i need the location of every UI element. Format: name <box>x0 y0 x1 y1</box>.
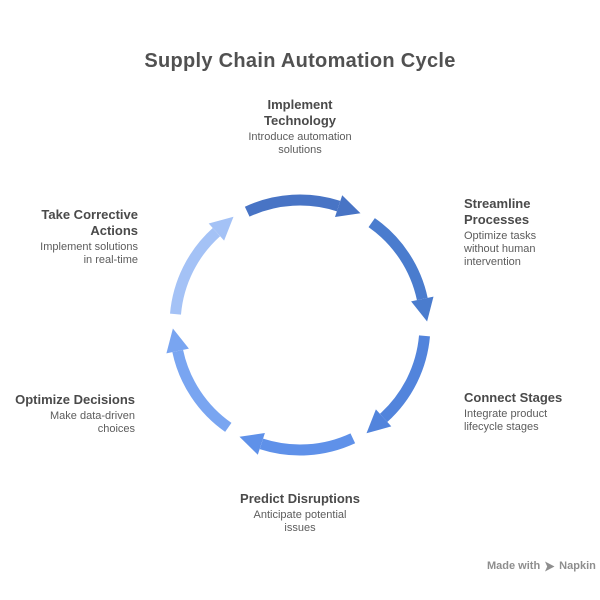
cycle-arrowhead-4 <box>239 433 265 455</box>
cycle-arrow-arc-5 <box>172 349 232 432</box>
cycle-step-predict-disruptions: Predict Disruptions Anticipate potential… <box>240 491 360 535</box>
made-with-napkin-badge[interactable]: Made with Napkin <box>487 560 596 572</box>
page-title: Supply Chain Automation Cycle <box>144 50 456 72</box>
cycle-arrowhead-3 <box>366 409 392 434</box>
cycle-arrowhead-2 <box>411 296 434 322</box>
cycle-arrowhead-5 <box>166 328 189 354</box>
napkin-logo-icon <box>544 561 555 572</box>
cycle-arrow-arc-6 <box>170 228 221 315</box>
step-title: Connect Stages <box>464 390 563 405</box>
napkin-brand-label: Napkin <box>559 560 596 572</box>
step-title: Optimize Decisions <box>15 392 135 407</box>
made-with-label: Made with <box>487 560 541 572</box>
cycle-arrow-arc-2 <box>368 218 428 301</box>
cycle-arrow-arc-3 <box>379 335 430 422</box>
cycle-arrow-arc-1 <box>244 194 341 217</box>
cycle-arrowhead-6 <box>208 216 234 241</box>
cycle-arrow-arc-4 <box>259 433 356 456</box>
step-title: Predict Disruptions <box>240 491 360 506</box>
cycle-arrowhead-1 <box>335 195 361 217</box>
